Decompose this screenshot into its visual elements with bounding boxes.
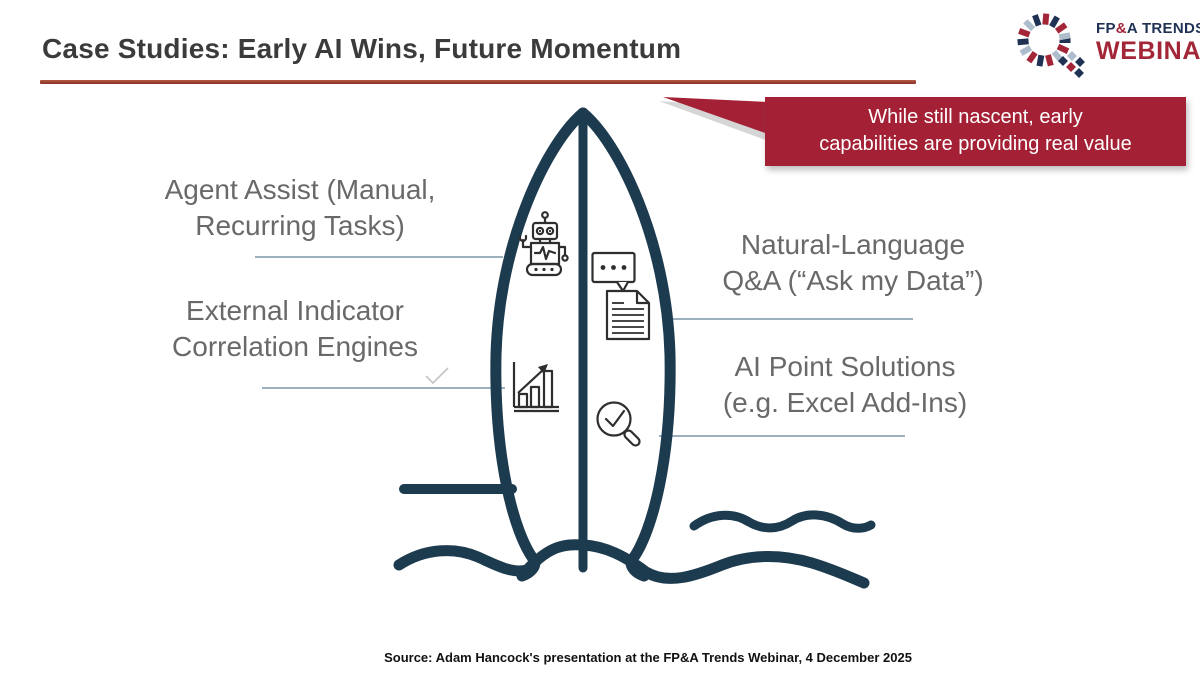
fpa-trends-webinar-logo: FP&A TRENDS WEBINAR xyxy=(1008,6,1200,82)
water-wave-main xyxy=(393,539,870,589)
label-external-indicator: External Indicator Correlation Engines xyxy=(172,295,418,362)
source-attribution: Source: Adam Hancock's presentation at t… xyxy=(384,650,912,665)
surfboard-outline xyxy=(393,107,876,589)
page-title: Case Studies: Early AI Wins, Future Mome… xyxy=(42,33,682,64)
label-agent-assist: Agent Assist (Manual, Recurring Tasks) xyxy=(164,174,436,241)
callout-text-line1: While still nascent, early xyxy=(868,106,1083,128)
growth-chart-icon xyxy=(512,362,559,413)
magnifier-check-icon xyxy=(596,401,641,447)
label-ai-point-solutions: AI Point Solutions (e.g. Excel Add-Ins) xyxy=(722,351,968,418)
callout-text-line2: capabilities are providing real value xyxy=(819,133,1132,155)
robot-icon xyxy=(518,211,569,277)
logo-text: FP&A TRENDS WEBINAR xyxy=(1096,6,1200,64)
logo-ampersand: & xyxy=(1115,20,1127,37)
checkmark-glyph xyxy=(425,367,449,385)
logo-line-webinar: WEBINAR xyxy=(1096,37,1200,65)
fpa-trends-swirl-icon xyxy=(1017,13,1085,78)
logo-line-fpa-trends: FP&A TRENDS xyxy=(1096,20,1200,37)
title-underline xyxy=(40,80,916,84)
leader-lines xyxy=(255,256,913,437)
water-wave-small xyxy=(689,510,876,533)
chat-bubble-document-icon xyxy=(591,251,651,341)
callout-tail xyxy=(663,97,768,134)
callout-bubble: While still nascent, early capabilities … xyxy=(765,97,1186,166)
label-natural-language-qa: Natural-Language Q&A (“Ask my Data”) xyxy=(722,229,984,296)
